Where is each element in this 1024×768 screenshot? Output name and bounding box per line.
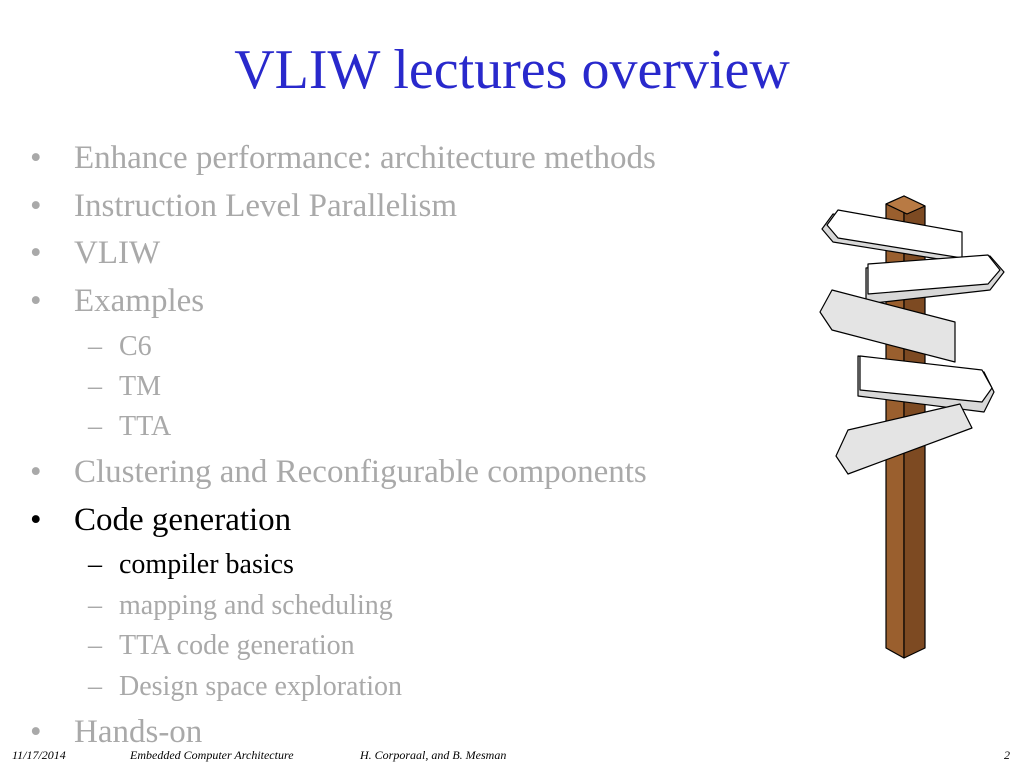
- bullet-item: • Enhance performance: architecture metho…: [30, 138, 656, 178]
- bullet-text: mapping and scheduling: [119, 590, 393, 621]
- sub-bullet-item: –compiler basics: [88, 548, 294, 582]
- bullet-text: Instruction Level Parallelism: [74, 188, 458, 224]
- bullet-marker: •: [30, 283, 42, 319]
- bullet-text: Enhance performance: architecture method…: [74, 140, 656, 176]
- signpost-icon: [819, 195, 1005, 659]
- dash-marker: –: [88, 590, 102, 621]
- bullet-item: • Examples: [30, 281, 204, 321]
- bullet-text: Design space exploration: [119, 671, 403, 702]
- bullet-text: TTA: [119, 411, 172, 442]
- bullet-marker: •: [30, 235, 42, 271]
- bullet-text: Code generation: [74, 502, 292, 538]
- bullet-item: • Hands-on: [30, 712, 202, 752]
- sub-bullet-item: –TM: [88, 370, 161, 404]
- bullet-text: compiler basics: [119, 549, 294, 580]
- sub-bullet-item: –TTA: [88, 410, 171, 444]
- bullet-item: • Instruction Level Parallelism: [30, 186, 457, 226]
- sub-bullet-item: –TTA code generation: [88, 629, 355, 663]
- sub-bullet-item: –C6: [88, 330, 152, 364]
- bullet-text: Hands-on: [74, 714, 203, 750]
- bullet-text: Examples: [74, 283, 205, 319]
- bullet-text: TTA code generation: [119, 630, 355, 661]
- footer-authors: H. Corporaal, and B. Mesman: [360, 748, 507, 762]
- bullet-text: C6: [119, 331, 152, 362]
- bullet-text: Clustering and Reconfigurable components: [74, 454, 647, 490]
- bullet-item: • VLIW: [30, 233, 160, 273]
- dash-marker: –: [88, 549, 102, 580]
- dash-marker: –: [88, 671, 102, 702]
- sub-bullet-item: –Design space exploration: [88, 670, 402, 704]
- bullet-marker: •: [30, 140, 42, 176]
- footer-page-number: 2: [1004, 748, 1010, 762]
- dash-marker: –: [88, 331, 102, 362]
- dash-marker: –: [88, 411, 102, 442]
- bullet-text: TM: [119, 371, 161, 402]
- dash-marker: –: [88, 371, 102, 402]
- bullet-item: • Clustering and Reconfigurable component…: [30, 452, 647, 492]
- bullet-marker: •: [30, 188, 42, 224]
- bullet-marker: •: [30, 714, 42, 750]
- bullet-item: • Code generation: [30, 500, 291, 540]
- bullet-marker: •: [30, 454, 42, 490]
- dash-marker: –: [88, 630, 102, 661]
- slide-title: VLIW lectures overview: [234, 39, 790, 101]
- bullet-marker: •: [30, 502, 42, 538]
- footer-date: 11/17/2014: [12, 748, 66, 762]
- sub-bullet-item: –mapping and scheduling: [88, 589, 393, 623]
- footer-course: Embedded Computer Architecture: [130, 748, 294, 762]
- bullet-text: VLIW: [74, 235, 161, 271]
